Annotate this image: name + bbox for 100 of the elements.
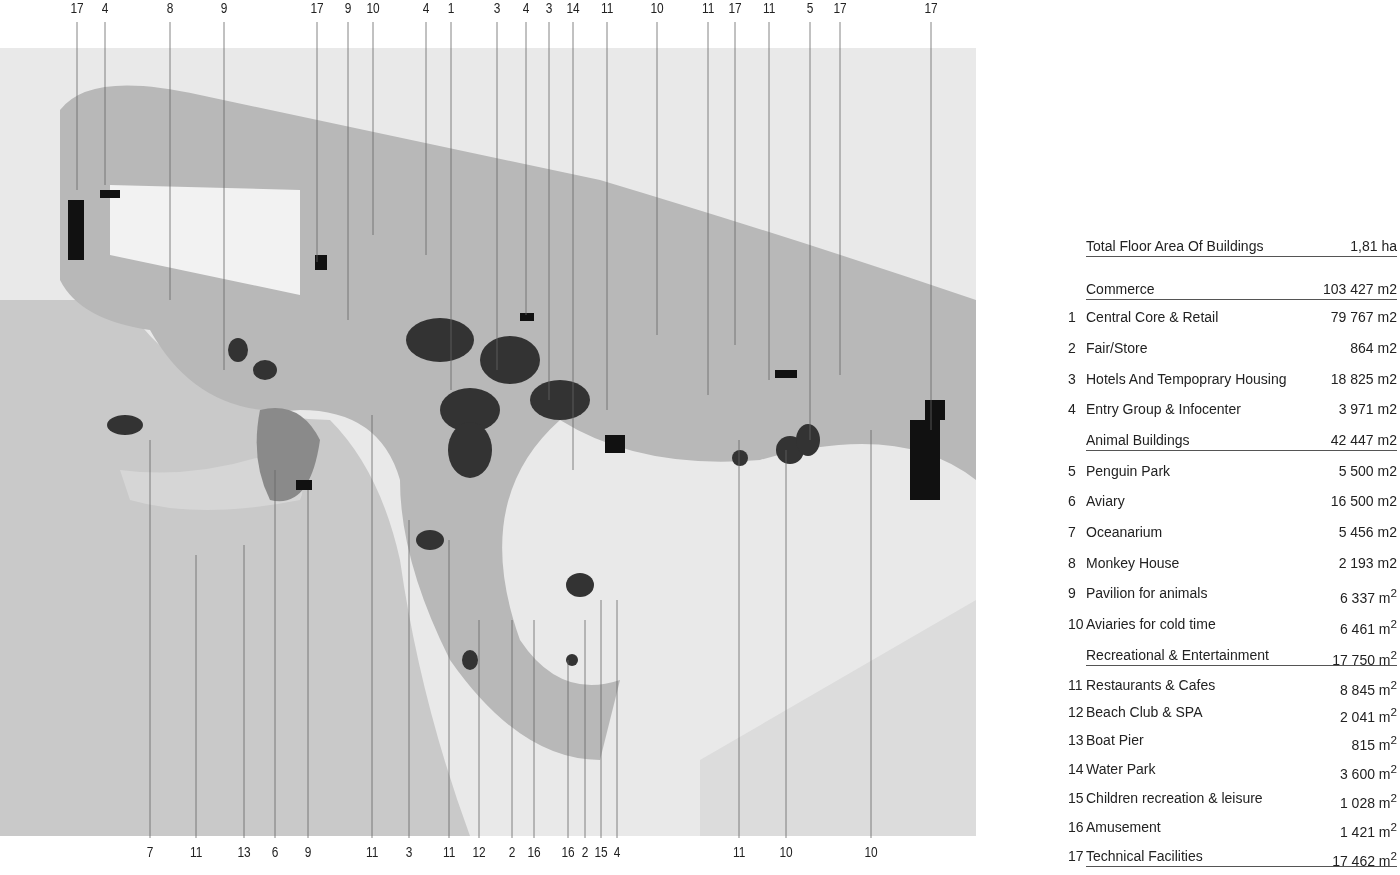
leader-line xyxy=(496,21,498,371)
category-heading: Animal Buildings xyxy=(1086,432,1190,448)
item-number: 1 xyxy=(1068,309,1076,325)
area-value: 5 500 m2 xyxy=(1338,463,1397,479)
callout-number: 4 xyxy=(613,844,621,860)
callout-number: 17 xyxy=(924,0,938,16)
leader-line xyxy=(572,21,574,471)
leader-line xyxy=(707,21,709,396)
item-number: 2 xyxy=(1068,340,1076,356)
item-name: Aviary xyxy=(1086,493,1125,509)
leader-line xyxy=(584,619,586,839)
leader-line xyxy=(316,21,318,263)
leader-line xyxy=(372,21,374,236)
area-value: 3 600 m$^{2}$ xyxy=(1339,761,1397,782)
area-value: 16 500 m2 xyxy=(1330,493,1397,509)
callout-number: 9 xyxy=(344,0,352,16)
category-heading: Recreational & Entertainment xyxy=(1086,647,1269,663)
callout-number: 17 xyxy=(728,0,742,16)
item-name: Fair/Store xyxy=(1086,340,1148,356)
item-number: 9 xyxy=(1068,585,1076,601)
callout-number: 3 xyxy=(545,0,553,16)
callout-number: 10 xyxy=(864,844,878,860)
callout-number: 7 xyxy=(146,844,154,860)
leader-line xyxy=(768,21,770,381)
item-number: 8 xyxy=(1068,555,1076,571)
area-value: 103 427 m2 xyxy=(1323,281,1397,297)
callout-number: 15 xyxy=(594,844,608,860)
leader-line xyxy=(307,489,309,839)
leader-line xyxy=(223,21,225,371)
area-value: 17 462 m$^{2}$ xyxy=(1332,848,1397,869)
callout-number: 17 xyxy=(70,0,84,16)
item-name: Monkey House xyxy=(1086,555,1180,571)
callout-number: 11 xyxy=(600,0,614,16)
area-value: 6 461 m$^{2}$ xyxy=(1339,616,1397,637)
item-number: 3 xyxy=(1068,371,1076,387)
callout-number: 6 xyxy=(271,844,279,860)
leader-line xyxy=(870,429,872,839)
leader-line xyxy=(371,414,373,839)
area-value: 79 767 m2 xyxy=(1330,309,1397,325)
item-name: Beach Club & SPA xyxy=(1086,704,1203,720)
callout-number: 12 xyxy=(472,844,486,860)
item-name: Aviaries for cold time xyxy=(1086,616,1216,632)
item-name: Water Park xyxy=(1086,761,1156,777)
callout-number: 8 xyxy=(166,0,174,16)
callout-number: 13 xyxy=(237,844,251,860)
leader-line xyxy=(738,439,740,839)
item-name: Boat Pier xyxy=(1086,732,1144,748)
callout-number: 16 xyxy=(561,844,575,860)
item-number: 13 xyxy=(1068,732,1084,748)
leader-line xyxy=(656,21,658,336)
item-name: Pavilion for animals xyxy=(1086,585,1208,601)
area-value: 2 193 m2 xyxy=(1338,555,1397,571)
callout-number: 9 xyxy=(304,844,312,860)
callout-number: 3 xyxy=(405,844,413,860)
leader-line xyxy=(274,469,276,839)
callout-number: 10 xyxy=(650,0,664,16)
item-name: Children recreation & leisure xyxy=(1086,790,1263,806)
item-name: Central Core & Retail xyxy=(1086,309,1219,325)
callout-number: 5 xyxy=(806,0,814,16)
area-value: 1,81 ha xyxy=(1350,238,1397,254)
area-value: 3 971 m2 xyxy=(1338,401,1397,417)
callout-number: 3 xyxy=(493,0,501,16)
leader-line xyxy=(600,599,602,839)
leader-line xyxy=(533,619,535,839)
item-number: 17 xyxy=(1068,848,1084,864)
leader-line xyxy=(104,21,106,186)
leader-line xyxy=(243,544,245,839)
leader-line xyxy=(149,439,151,839)
item-name: Amusement xyxy=(1086,819,1161,835)
item-number: 5 xyxy=(1068,463,1076,479)
callout-number: 9 xyxy=(220,0,228,16)
callout-number: 11 xyxy=(762,0,776,16)
callout-number: 16 xyxy=(527,844,541,860)
leader-line xyxy=(616,599,618,839)
leader-line xyxy=(930,21,932,431)
area-value: 17 750 m$^{2}$ xyxy=(1332,647,1397,668)
leader-line xyxy=(567,659,569,839)
item-name: Entry Group & Infocenter xyxy=(1086,401,1241,417)
callout-number: 10 xyxy=(366,0,380,16)
callout-number: 11 xyxy=(189,844,203,860)
area-value: 2 041 m$^{2}$ xyxy=(1339,704,1397,725)
callout-number: 10 xyxy=(779,844,793,860)
item-number: 11 xyxy=(1068,677,1083,693)
leader-line xyxy=(734,21,736,346)
callout-number: 4 xyxy=(422,0,430,16)
callout-number: 17 xyxy=(310,0,324,16)
area-value: 18 825 m2 xyxy=(1330,371,1397,387)
area-value: 8 845 m$^{2}$ xyxy=(1339,677,1397,698)
item-number: 7 xyxy=(1068,524,1076,540)
callout-number: 11 xyxy=(732,844,746,860)
leader-line xyxy=(425,21,427,256)
callout-number: 11 xyxy=(442,844,456,860)
leader-line xyxy=(76,21,78,191)
item-name: Technical Facilities xyxy=(1086,848,1203,864)
callout-number: 4 xyxy=(101,0,109,16)
leader-line xyxy=(478,619,480,839)
item-name: Hotels And Tempoprary Housing xyxy=(1086,371,1287,387)
leader-line xyxy=(195,554,197,839)
area-value: 1 421 m$^{2}$ xyxy=(1339,819,1397,840)
leader-line xyxy=(548,21,550,401)
